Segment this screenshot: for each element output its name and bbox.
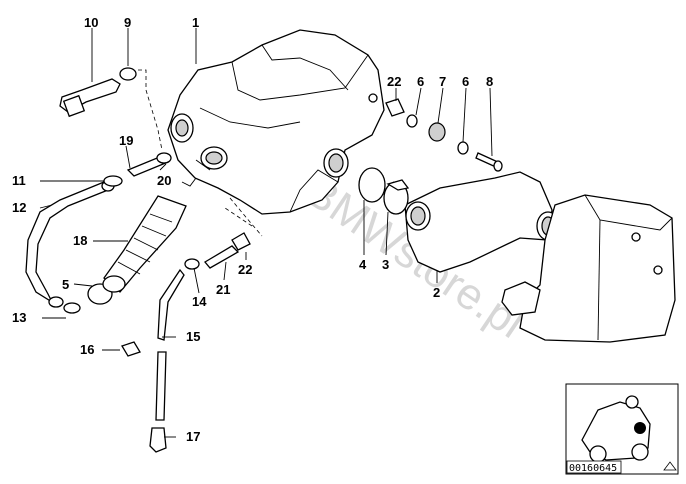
callout-18: 18 <box>73 233 87 248</box>
fastener-parts <box>385 98 503 172</box>
callout-13: 13 <box>12 310 26 325</box>
clamp-11 <box>103 175 123 187</box>
callout-4: 4 <box>359 257 367 272</box>
callout-7: 7 <box>439 74 446 89</box>
image-id: 00160645 <box>569 463 617 474</box>
clamp-14 <box>184 258 200 270</box>
callout-5: 5 <box>62 277 69 292</box>
callout-6-b: 6 <box>462 74 469 89</box>
seal-ring-4 <box>358 167 386 203</box>
callout-14: 14 <box>192 294 207 309</box>
clip-16 <box>121 341 141 357</box>
hose-15 <box>157 268 185 341</box>
callout-16: 16 <box>80 342 94 357</box>
clamp-13 <box>63 302 81 314</box>
callout-11: 11 <box>12 173 26 188</box>
callout-2: 2 <box>433 285 440 300</box>
callout-6-a: 6 <box>417 74 424 89</box>
callout-8: 8 <box>486 74 493 89</box>
callout-9: 9 <box>124 15 131 30</box>
nipple-21 <box>204 245 240 269</box>
fitting-22 <box>231 232 251 251</box>
drain-17 <box>149 427 167 453</box>
corrugated-hose-18 <box>102 195 187 293</box>
callout-17: 17 <box>186 429 200 444</box>
callout-3: 3 <box>382 257 389 272</box>
triangle-icon <box>663 461 677 471</box>
location-inset: 00160645 <box>565 383 679 475</box>
callout-22-bottom: 22 <box>238 262 252 277</box>
callout-12: 12 <box>12 200 26 215</box>
callout-1: 1 <box>192 15 199 30</box>
silencer-part <box>501 194 676 343</box>
housing-part <box>167 29 385 215</box>
callout-21: 21 <box>216 282 230 297</box>
callout-22-top: 22 <box>387 74 401 89</box>
elbow-pipe-part <box>404 171 560 273</box>
callout-10: 10 <box>84 15 98 30</box>
sensor-part <box>59 67 137 118</box>
tube-15 <box>155 351 167 421</box>
callout-15: 15 <box>186 329 200 344</box>
callout-19: 19 <box>119 133 133 148</box>
hose-12 <box>25 181 109 304</box>
callout-20: 20 <box>157 173 171 188</box>
location-marker-icon <box>634 422 646 434</box>
